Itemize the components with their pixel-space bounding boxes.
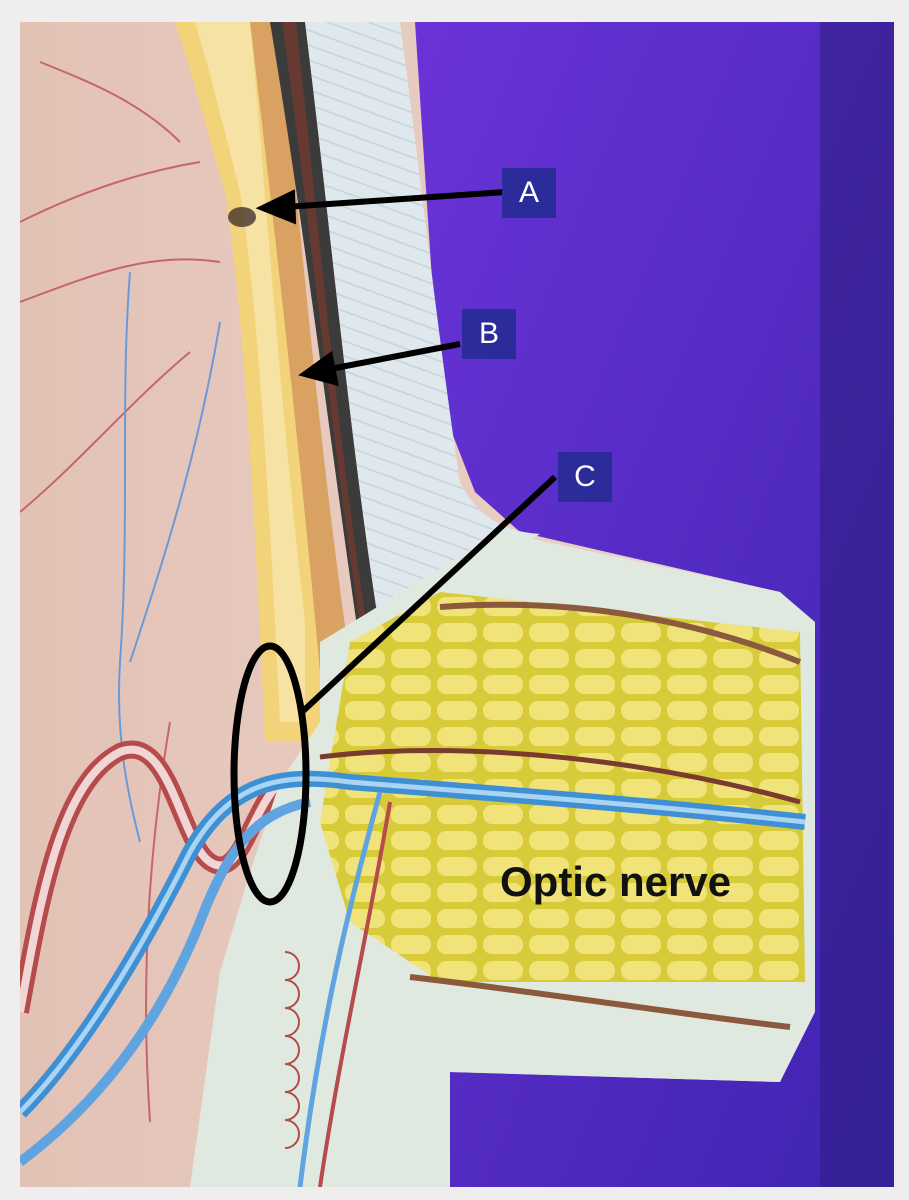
retina-fibrous-layer [305,22,540,632]
vein-branch [297,791,383,1187]
sheath-stripe-bottom [409,974,791,1030]
sheath-stripe-top [439,601,802,665]
label-a-text: A [518,176,539,209]
label-b: B [462,309,516,359]
vein-highlight [20,776,806,1114]
sclera-band [250,22,350,672]
choroid-red-line [282,22,368,638]
secondary-vein [20,797,312,1166]
artery-branch [318,801,392,1187]
optic-nerve-label: Optic nerve [500,858,732,905]
anatomy-illustration [20,22,894,1187]
dark-edge [820,22,894,1187]
purple-backdrop [415,22,894,1187]
lobules [284,951,300,1149]
arrow-a-line [284,189,506,210]
arrow-b-line [324,341,461,373]
optic-nerve-bundle [320,592,805,982]
inner-yellow-layer [195,22,305,722]
arrow-b-head [298,350,339,387]
region-c-circle [230,642,310,906]
arrow-c-line [299,474,558,715]
label-c-text: C [574,460,596,493]
label-b-text: B [478,317,499,350]
eye-anatomy-photo: A B C Optic nerve [20,22,894,1187]
dark-spot [228,207,256,227]
label-a: A [502,168,556,218]
artery-in-nerve [319,748,801,805]
label-c: C [558,452,612,502]
arrow-a-head [255,189,297,225]
annotation-arrows [255,189,558,715]
